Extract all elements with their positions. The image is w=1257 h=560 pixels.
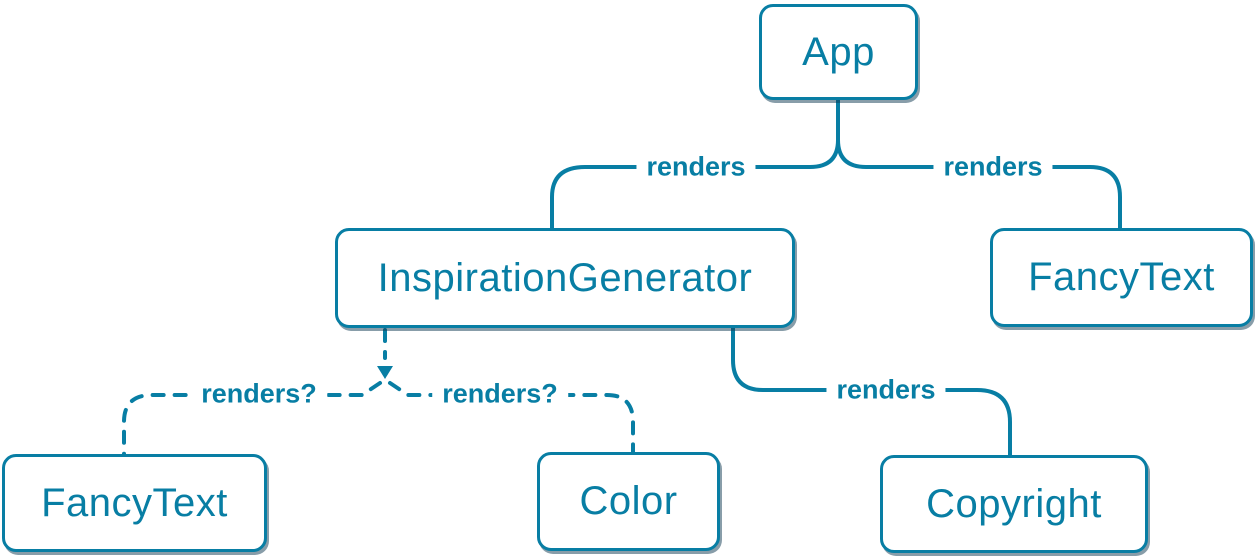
node-fancy-text-top: FancyText [990, 228, 1253, 327]
edge-inspirationgenerator-fancytext-conditional [122, 381, 382, 456]
node-fancy-text-top-label: FancyText [1028, 255, 1215, 299]
conditional-arrowhead-icon [377, 366, 393, 379]
edge-label-renders-left: renders [636, 151, 756, 183]
edge-inspirationgenerator-color-conditional [388, 381, 635, 454]
node-color: Color [537, 452, 720, 551]
node-copyright: Copyright [880, 455, 1148, 553]
edge-label-renders-conditional-left: renders? [191, 378, 327, 410]
edge-label-renders-conditional-right: renders? [432, 378, 568, 410]
node-fancy-text-bottom-label: FancyText [41, 480, 228, 525]
node-app: App [759, 4, 918, 100]
node-inspiration-generator: InspirationGenerator [335, 228, 795, 328]
node-inspiration-generator-label: InspirationGenerator [377, 255, 753, 300]
node-fancy-text-bottom: FancyText [2, 454, 267, 552]
node-app-label: App [802, 29, 875, 74]
node-copyright-label: Copyright [926, 481, 1102, 526]
edge-label-renders-right: renders [933, 151, 1053, 183]
node-color-label: Color [579, 479, 678, 523]
edge-label-renders-copyright: renders [826, 374, 946, 406]
